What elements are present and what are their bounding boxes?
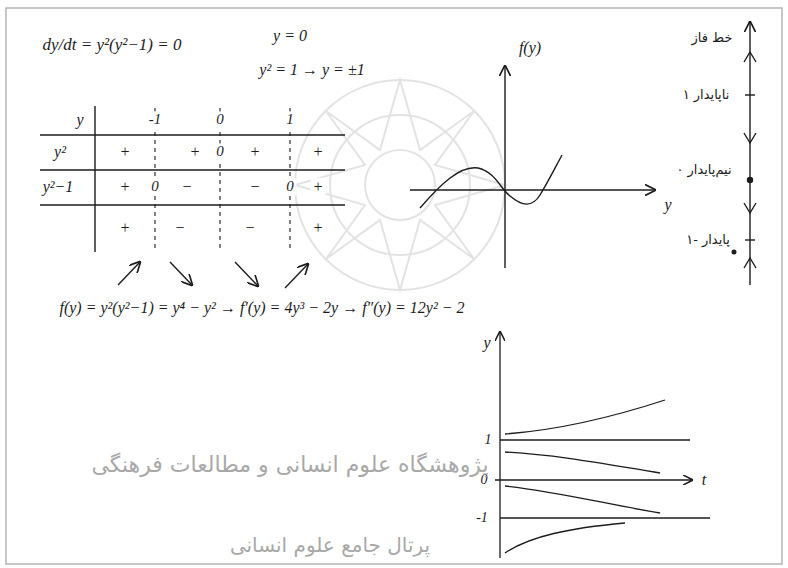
sign-cell: + [188, 143, 203, 161]
sign-cell: 0 [149, 178, 161, 195]
solution-curves [495, 332, 710, 558]
sign-table [40, 106, 345, 252]
axis-label: y [662, 196, 673, 214]
root-note: y² = 1 → y = ±1 [257, 61, 366, 79]
sign-cell: + [118, 219, 133, 237]
sign-cell: 0 [214, 143, 226, 160]
axis-label: f(y) [517, 39, 543, 57]
table-header: -1 [147, 111, 164, 128]
table-header: 1 [284, 111, 296, 128]
sign-cell: − [180, 178, 195, 196]
derivative-chain: f(y) = y²(y²−1) = y⁴ − y² → f′(y) = 4y³ … [57, 299, 466, 317]
phase-label: خط فاز [690, 31, 735, 46]
watermark: پژوهشگاه علوم انسانی و مطالعات فرهنگی [89, 452, 490, 477]
tick-label: 1 [483, 432, 494, 448]
phase-line [732, 22, 756, 285]
axis-label: y [481, 334, 492, 352]
axis-label: t [700, 471, 708, 489]
sign-cell: + [311, 143, 326, 161]
sign-cell: + [118, 178, 133, 196]
phase-label: نیم‌پایدار ۰ [674, 163, 733, 178]
sign-cell: − [248, 178, 263, 196]
sign-cell: + [311, 219, 326, 237]
table-header: 0 [214, 111, 226, 128]
row-label: y²−1 [41, 178, 76, 196]
sign-cell: + [248, 143, 263, 161]
sign-cell: − [173, 219, 188, 237]
watermark: پرتال جامع علوم انسانی [228, 534, 432, 557]
tick-label: -1 [474, 510, 490, 526]
phase-label: پایدار -۱ [684, 233, 732, 248]
sign-cell: + [118, 143, 133, 161]
sign-cell: 0 [284, 178, 296, 195]
phase-label: ناپایدار ۱ [681, 88, 732, 103]
watermark-emblem [295, 80, 505, 290]
sign-cell: + [311, 178, 326, 196]
root-note: y = 0 [271, 27, 309, 45]
direction-arrows [118, 262, 308, 288]
sign-cell: − [243, 219, 258, 237]
equation: dy/dt = y²(y²−1) = 0 [40, 35, 183, 55]
fy-graph [410, 66, 655, 268]
row-label: y² [52, 143, 68, 161]
page-frame [6, 8, 782, 564]
table-header: y [74, 111, 85, 129]
